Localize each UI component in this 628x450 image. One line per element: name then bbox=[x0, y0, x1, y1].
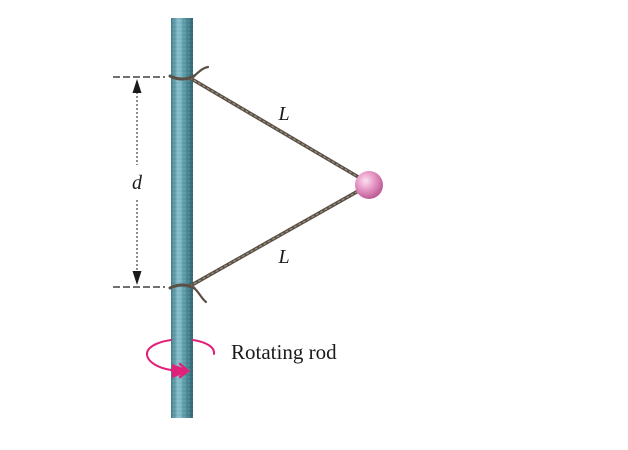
upper-string-label: L bbox=[277, 103, 289, 125]
upper-knot bbox=[168, 74, 196, 81]
separation-label: d bbox=[132, 172, 143, 194]
rod bbox=[171, 18, 193, 418]
upper-string bbox=[188, 76, 362, 180]
rotation-arrowhead-fill-icon bbox=[172, 364, 191, 378]
rotation-arc-front bbox=[192, 339, 216, 355]
lower-knot-tail bbox=[192, 286, 208, 304]
lower-knot bbox=[168, 283, 196, 290]
strings bbox=[168, 65, 362, 304]
ball bbox=[355, 171, 383, 199]
rotation-arc-back bbox=[145, 339, 172, 371]
arrowhead-up-icon bbox=[132, 79, 142, 93]
dimension-d bbox=[113, 76, 165, 288]
arrowhead-down-icon bbox=[132, 271, 142, 285]
upper-knot-tail bbox=[192, 65, 210, 78]
lower-string-label: L bbox=[277, 246, 289, 268]
rotating-rod-caption: Rotating rod bbox=[231, 340, 337, 364]
lower-string-twist bbox=[189, 189, 361, 287]
